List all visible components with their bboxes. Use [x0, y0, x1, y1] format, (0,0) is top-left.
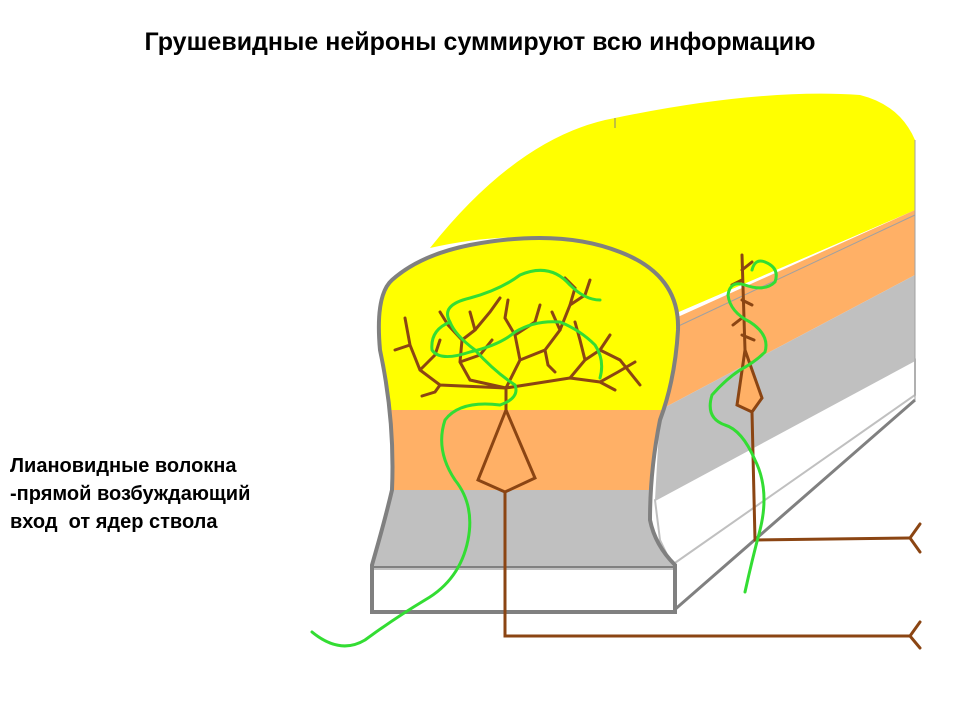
front-molecular-layer	[372, 237, 679, 410]
side-edge-line	[669, 214, 916, 331]
granular-layer-side	[655, 275, 915, 500]
caption-line-2: -прямой возбуждающий	[10, 483, 251, 505]
front-outline	[370, 235, 681, 614]
molecular-layer-side	[660, 140, 915, 320]
front-section	[372, 237, 679, 612]
caption-line-3: вход от ядер ствола	[10, 511, 218, 533]
front-granular-layer	[372, 490, 679, 570]
purkinje-axon-terminal-front	[908, 620, 922, 650]
climbing-fibers	[310, 259, 778, 648]
slide-title: Грушевидные нейроны суммируют всю информ…	[144, 28, 816, 56]
climbing-fiber-side	[708, 259, 778, 594]
caption-line-1: Лиановидные волокна	[10, 455, 237, 477]
front-white-matter	[372, 570, 679, 612]
purkinje-layer-side	[660, 210, 915, 410]
climbing-fiber-front	[310, 268, 604, 648]
molecular-layer-top	[430, 93, 915, 320]
climbing-fiber-caption: Лиановидные волокна -прямой возбуждающий…	[10, 452, 350, 536]
purkinje-axon-terminal-side	[908, 522, 922, 554]
white-matter-side	[653, 358, 916, 567]
purkinje-axon-front	[503, 490, 912, 638]
side-edge-bottom	[671, 398, 916, 614]
